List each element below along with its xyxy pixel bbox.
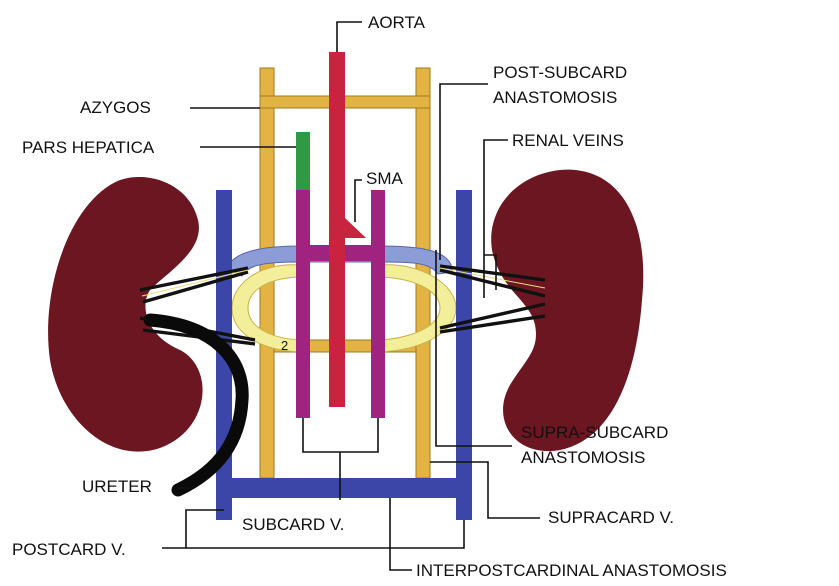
label-post-subcard-1: POST-SUBCARD xyxy=(493,63,627,82)
interpostcardinal-leader xyxy=(390,498,412,570)
label-ureter: URETER xyxy=(82,477,152,496)
label-supracard: SUPRACARD V. xyxy=(548,508,674,527)
marker-2: 2 xyxy=(281,338,288,353)
label-supra-subcard-1: SUPRA-SUBCARD xyxy=(521,423,668,442)
label-azygos: AZYGOS xyxy=(80,98,151,117)
left-subcardinal-vein xyxy=(296,190,310,418)
label-interpostcardinal: INTERPOSTCARDINAL ANASTOMOSIS xyxy=(416,561,727,580)
aorta xyxy=(329,52,345,407)
aorta-leader xyxy=(337,22,362,52)
right-postcardinal-vein xyxy=(456,190,472,520)
left-kidney xyxy=(48,177,202,452)
pars-hepatica-segment xyxy=(296,132,310,190)
label-pars-hepatica: PARS HEPATICA xyxy=(22,138,155,157)
label-postcard: POSTCARD V. xyxy=(12,540,126,559)
subcard-leader xyxy=(303,418,378,452)
postcard-leader xyxy=(162,510,224,548)
label-subcard: SUBCARD V. xyxy=(242,515,344,534)
label-post-subcard-2: ANASTOMOSIS xyxy=(493,88,617,107)
sma-leader xyxy=(355,180,362,222)
right-subcardinal-vein xyxy=(371,190,385,418)
interpostcardinal-bar xyxy=(216,478,472,498)
label-sma: SMA xyxy=(366,169,404,188)
label-renal-veins: RENAL VEINS xyxy=(512,131,624,150)
label-supra-subcard-2: ANASTOMOSIS xyxy=(521,448,645,467)
label-aorta: AORTA xyxy=(368,13,426,32)
